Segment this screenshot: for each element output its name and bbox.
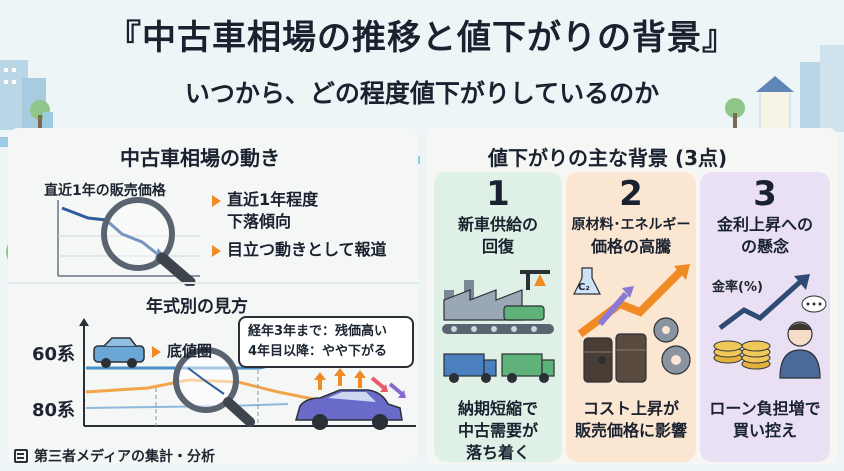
note-box: 経年3年まで：残価高い 4年目以降：やや下がる [238,316,414,368]
bullet-arrow-icon [152,345,161,358]
rate-label: 金率(%) [712,280,763,295]
factory-icon [442,270,554,334]
flask-label: C₂ [578,282,590,293]
bottom-price-label: 底値圏 [152,340,212,361]
row-label-60: 60系 [32,344,76,365]
card-title-3b: の懸念 [740,237,789,256]
card-bottom-1a: 納期短縮で [457,399,538,418]
left-section-title: 中古車相場の動き [120,146,280,170]
card-number-2: 2 [619,174,643,214]
card-bottom-1b: 中古需要が [457,421,538,440]
card-bottom-2b: 販売価格に影響 [574,421,687,440]
card-title-2b: 価格の高騰 [590,237,671,256]
card-title-3a: 金利上昇への [716,215,813,234]
page-title: 『中古車相場の推移と値下がりの背景』 [107,18,737,58]
card-bottom-1c: 落ち着く [465,443,530,462]
interest-rise-icon [713,274,827,379]
card-bottom-3a: ローン負担増で [709,399,821,418]
cost-rise-icon [573,264,691,383]
bullet-1-cont: 下落傾向 [227,212,292,231]
card-bottom-2a: コスト上昇が [582,399,679,418]
card-title-1b: 回復 [481,237,514,256]
chart-label: 直近1年の販売価格 [44,183,166,199]
card-bottom-3b: 買い控え [732,421,797,440]
left-divider [8,282,418,284]
source-note: 第三者メディアの集計・分析 [14,446,215,466]
card-title-1a: 新車供給の [457,215,538,234]
reason-card-2: 2 原材料･エネルギー 価格の高騰 C₂ コスト上昇が 販売価格に影響 [566,172,696,462]
row-label-80: 80系 [32,400,76,421]
page-subtitle: いつから、どの程度値下がりしているのか [184,79,660,108]
card-number-3: 3 [753,174,777,214]
note-line-1: 経年3年まで：残価高い [248,324,388,339]
note-line-2: 4年目以降：やや下がる [248,344,388,359]
year-section-title: 年式別の見方 [146,297,248,317]
card-title-2a: 原材料･エネルギー [571,217,691,233]
truck-icon [443,353,555,383]
bullet-1: 直近1年程度 [212,186,318,210]
bullet-2: 目立つ動きとして報道 [212,236,387,260]
bullet-arrow-icon [212,194,221,207]
price-chart-illustration [57,197,200,286]
memo-icon [14,449,28,463]
reason-card-1: 1 新車供給の 回復 納期短縮で 中古需要が 落ち着く [434,172,562,462]
reason-card-3: 3 金利上昇への の懸念 金率(%) ローン負担増で 買い控え [700,172,830,462]
card-number-1: 1 [486,174,510,214]
right-section-title: 値下がりの主な背景 (3点) [488,146,728,170]
bullet-arrow-icon [212,244,221,257]
